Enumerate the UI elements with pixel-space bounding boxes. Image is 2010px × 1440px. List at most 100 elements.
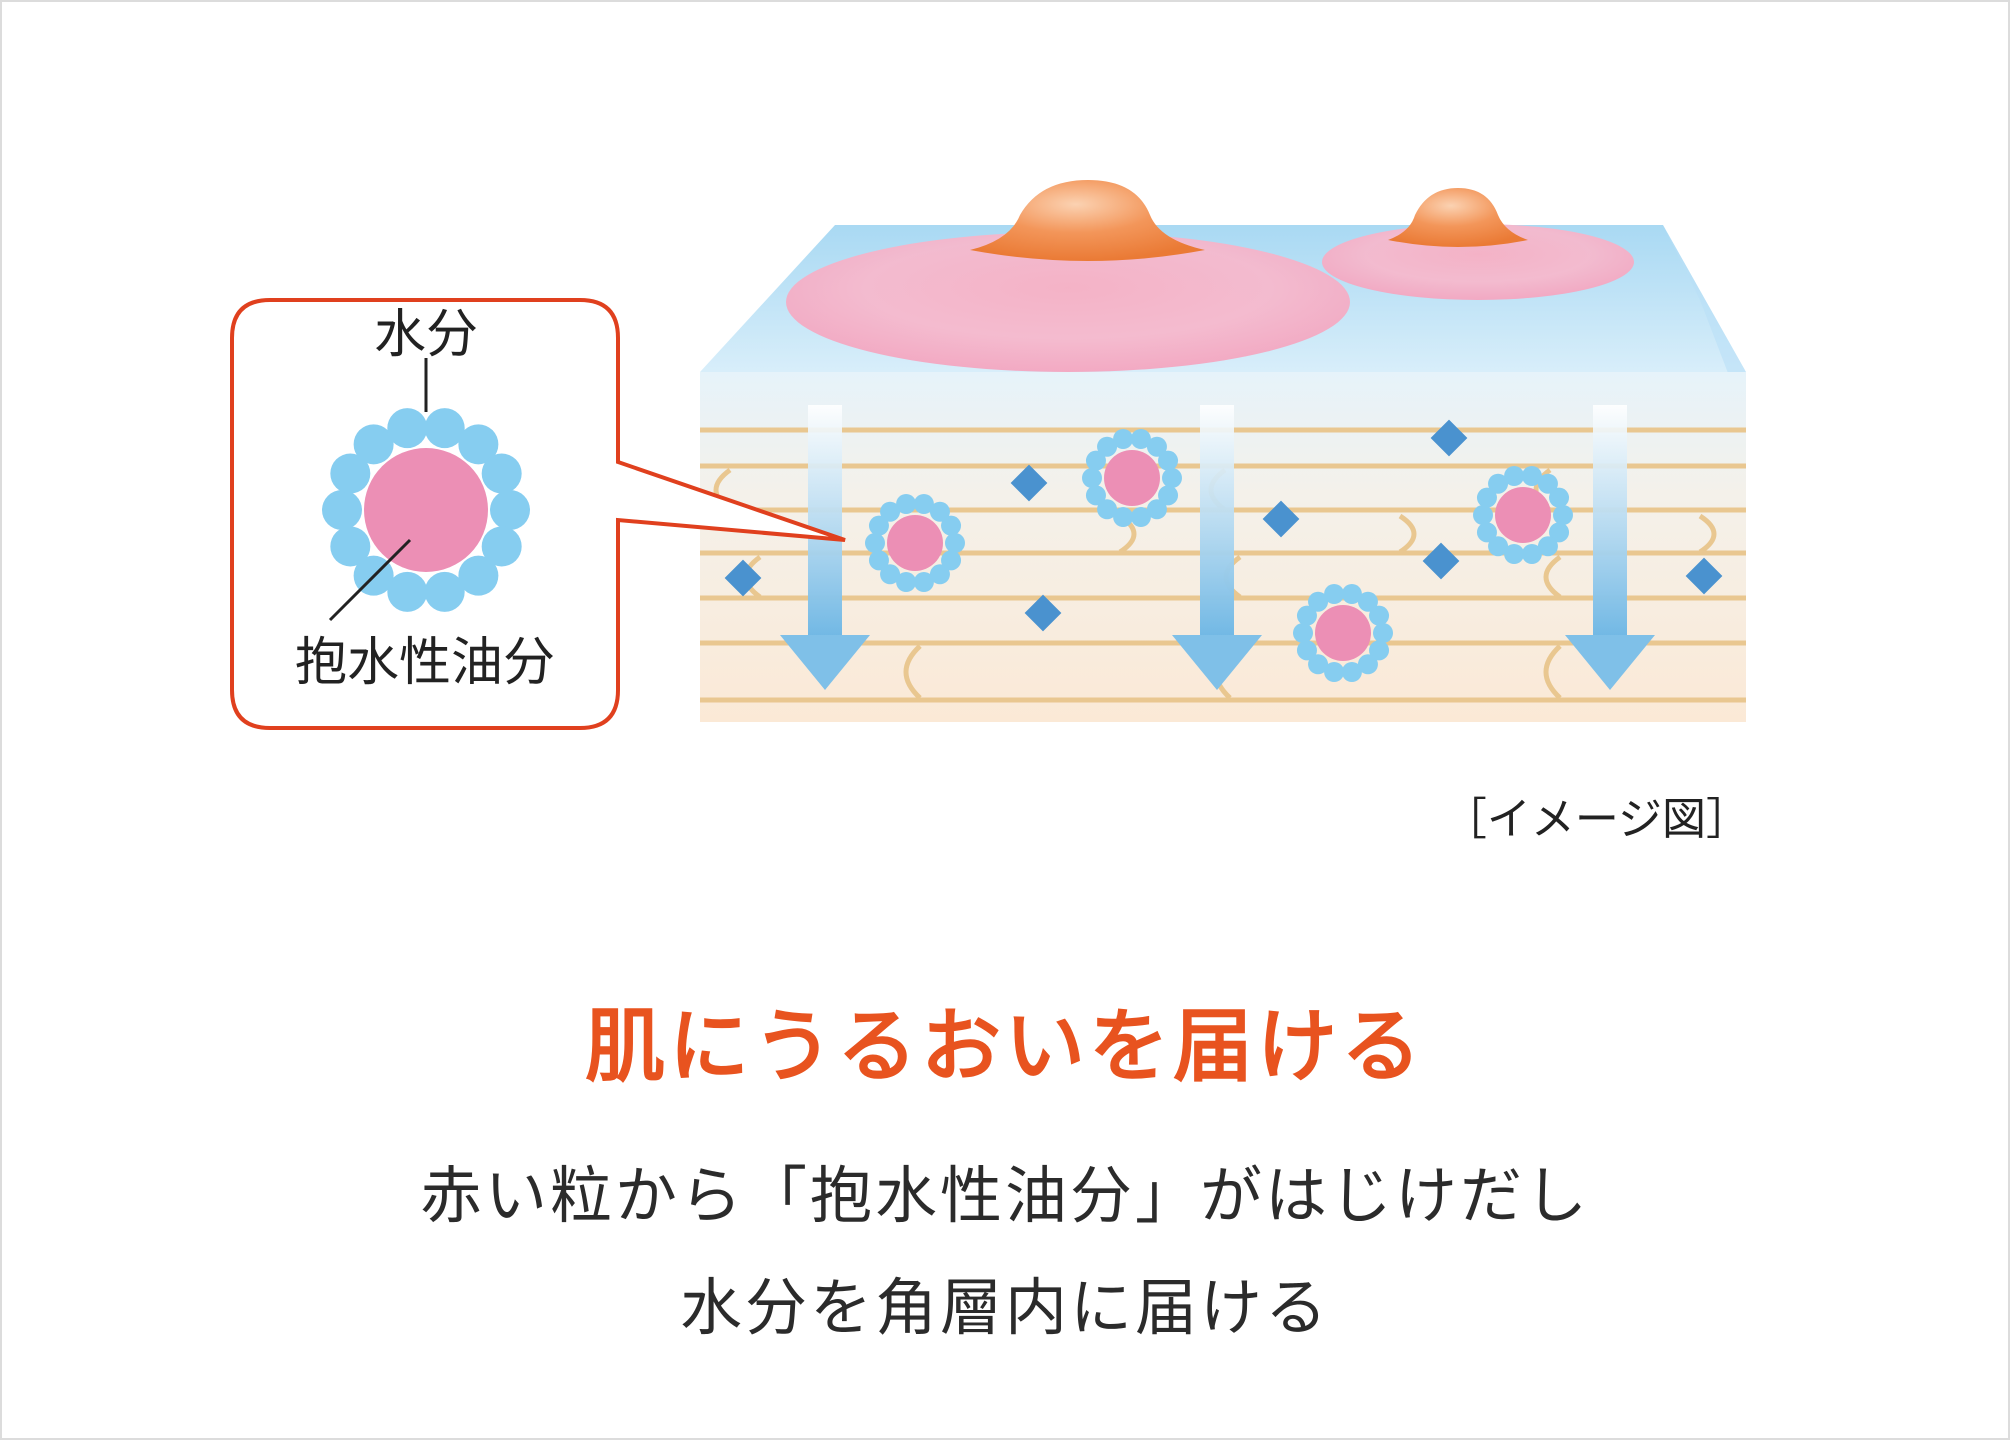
water-bead — [481, 526, 522, 567]
water-bead — [1085, 485, 1106, 506]
headline: 肌にうるおいを届ける — [585, 1000, 1425, 1093]
water-bead — [1113, 429, 1134, 450]
water-bead — [1369, 605, 1390, 626]
water-bead — [1549, 487, 1570, 508]
water-bead — [1373, 623, 1393, 643]
water-bead — [1549, 522, 1570, 543]
water-bead — [1308, 591, 1329, 612]
water-bead — [1504, 543, 1525, 564]
surface-droplet-large — [970, 180, 1205, 261]
water-diamonds — [724, 419, 1723, 632]
oil-core — [887, 515, 943, 571]
water-bead — [1308, 654, 1329, 675]
oil-droplet-3 — [1473, 466, 1573, 564]
water-bead — [1296, 640, 1317, 661]
arrow-3 — [1565, 405, 1655, 690]
water-bead — [490, 490, 530, 530]
water-bead — [1553, 505, 1573, 525]
penetration-arrows — [780, 405, 1655, 690]
water-bead — [1162, 468, 1182, 488]
water-bead — [458, 555, 499, 596]
oil-core — [1315, 605, 1371, 661]
water-bead — [1130, 429, 1151, 450]
water-bead — [1293, 623, 1313, 643]
water-bead — [865, 533, 885, 553]
water-bead — [458, 424, 499, 465]
water-bead — [929, 564, 950, 585]
water-bead — [1488, 536, 1509, 557]
arrow-1 — [780, 405, 870, 690]
water-bead — [424, 408, 465, 449]
water-bead — [880, 501, 901, 522]
surface-spread-small — [1322, 224, 1634, 300]
water-bead — [481, 453, 522, 494]
water-bead — [1341, 584, 1362, 605]
body-text: 赤い粒から「抱水性油分」がはじけだし 水分を角層内に届ける — [0, 1140, 2010, 1364]
body-line-1: 赤い粒から「抱水性油分」がはじけだし — [419, 1159, 1590, 1232]
oil-label: 抱水性油分 — [295, 633, 555, 693]
water-bead — [387, 408, 428, 449]
water-bead — [330, 526, 371, 567]
surface-droplet-small — [1388, 188, 1528, 247]
oil-droplet-2 — [1082, 429, 1182, 527]
water-bead — [424, 571, 465, 612]
water-bead — [1113, 506, 1134, 527]
water-bead — [945, 533, 965, 553]
water-bead — [896, 571, 917, 592]
water-bead — [1476, 522, 1497, 543]
water-bead — [868, 515, 889, 536]
callout-bubble — [230, 298, 846, 730]
water-bead — [387, 571, 428, 612]
image-note: ［イメージ図］ — [1442, 794, 1750, 845]
water-bead — [1488, 473, 1509, 494]
water-bead — [913, 571, 934, 592]
water-bead — [1097, 436, 1118, 457]
water-bead — [1473, 505, 1493, 525]
water-bead — [896, 494, 917, 515]
water-bead — [1324, 584, 1345, 605]
water-bead — [1476, 487, 1497, 508]
water-bead — [1537, 473, 1558, 494]
arrow-2 — [1172, 405, 1262, 690]
oil-droplets — [865, 429, 1573, 682]
water-bead — [1146, 436, 1167, 457]
oil-droplet-4 — [1293, 584, 1393, 682]
water-bead — [1521, 543, 1542, 564]
oil-leader-line — [328, 538, 412, 622]
water-bead — [1082, 468, 1102, 488]
body-line-2: 水分を角層内に届ける — [679, 1271, 1330, 1344]
oil-droplet-1 — [865, 494, 965, 592]
water-bead — [1324, 661, 1345, 682]
water-bead — [941, 515, 962, 536]
water-bead — [1146, 499, 1167, 520]
water-bead — [1097, 499, 1118, 520]
water-bead — [322, 490, 362, 530]
water-bead — [1357, 591, 1378, 612]
water-bead — [1158, 485, 1179, 506]
water-bead — [913, 494, 934, 515]
water-bead — [1369, 640, 1390, 661]
oil-core — [1104, 450, 1160, 506]
water-bead — [941, 550, 962, 571]
water-label: 水分 — [374, 305, 478, 365]
water-bead — [353, 424, 394, 465]
water-bead — [1537, 536, 1558, 557]
surface-spread-large — [786, 232, 1350, 372]
water-bead — [1357, 654, 1378, 675]
water-bead — [1296, 605, 1317, 626]
water-bead — [1158, 450, 1179, 471]
water-bead — [868, 550, 889, 571]
oil-core — [364, 448, 488, 572]
callout-droplet — [322, 408, 530, 612]
callout-oil-droplet — [322, 408, 530, 612]
water-bead — [1130, 506, 1151, 527]
water-bead — [929, 501, 950, 522]
oil-core — [1495, 487, 1551, 543]
water-bead — [1504, 466, 1525, 487]
water-bead — [1341, 661, 1362, 682]
water-bead — [1521, 466, 1542, 487]
water-bead — [1085, 450, 1106, 471]
water-bead — [880, 564, 901, 585]
water-bead — [330, 453, 371, 494]
